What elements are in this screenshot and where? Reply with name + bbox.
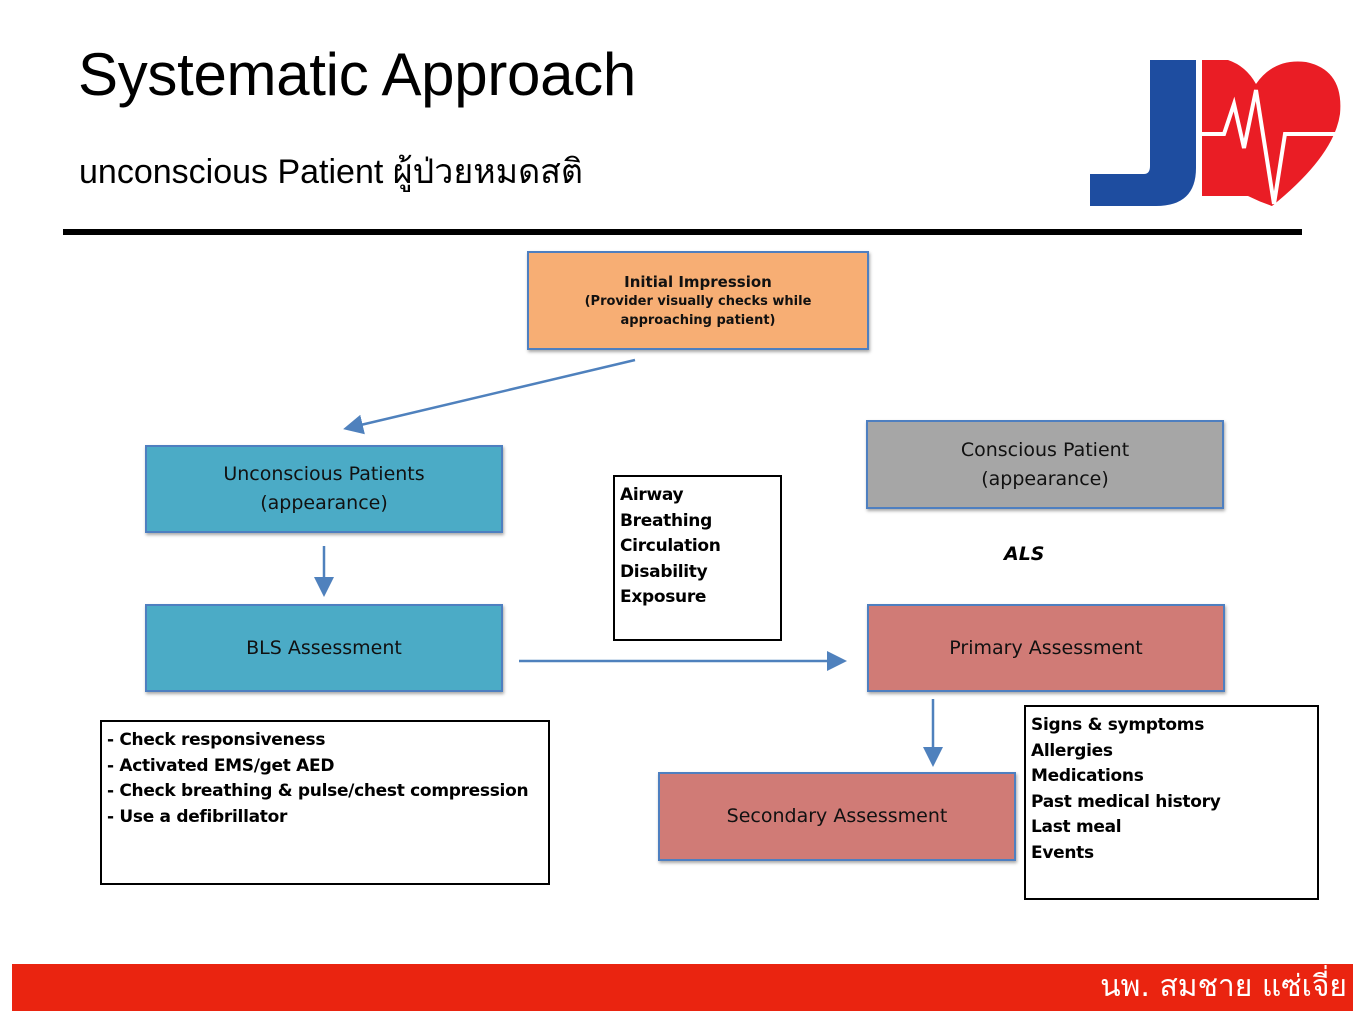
node-unconscious-patients-sublabel: (appearance) [260,492,388,514]
sample-item: Past medical history [1031,791,1221,812]
abcde-item: Breathing [620,510,712,531]
node-unconscious-patients: Unconscious Patients (appearance) [145,445,503,533]
logo [1090,60,1341,206]
abcde-list-box: Airway Breathing Circulation Disability … [613,475,782,641]
node-secondary-assessment: Secondary Assessment [658,772,1016,861]
sample-item: Events [1031,842,1094,863]
bls-step-item: - Check breathing & pulse/chest compress… [107,781,529,802]
node-initial-impression-subtitle: (Provider visually checks while approach… [584,293,812,328]
node-conscious-patient-label: Conscious Patient [960,438,1130,461]
sample-item: Signs & symptoms [1031,715,1205,735]
header-divider [63,229,1302,235]
bls-steps-box: - Check responsiveness - Activated EMS/g… [100,720,550,885]
abcde-item: Disability [620,561,708,582]
node-initial-impression-title: Initial Impression [624,272,772,291]
bls-step-item: - Check responsiveness [107,730,326,750]
sample-item: Allergies [1031,740,1113,761]
node-bls-assessment-label: BLS Assessment [246,636,402,659]
footer-bar: นพ. สมชาย แซ่เจี่ย [12,964,1353,1011]
node-primary-assessment-label: Primary Assessment [949,636,1143,659]
als-label: ALS [1004,543,1045,565]
arrow-initial-to-unconscious [343,358,636,435]
node-initial-impression: Initial Impression (Provider visually ch… [527,251,869,350]
heart-ecg-icon [1196,60,1341,206]
bls-step-item: - Use a defibrillator [107,806,288,827]
node-secondary-assessment-label: Secondary Assessment [726,805,948,827]
slide-subtitle: unconscious Patient ผู้ป่วยหมดสติ [79,153,584,191]
slide-title: Systematic Approach [78,41,636,108]
node-primary-assessment: Primary Assessment [867,604,1225,692]
node-bls-assessment: BLS Assessment [145,604,503,692]
sample-item: Medications [1031,766,1144,787]
abcde-item: Circulation [620,536,721,557]
node-conscious-patient-sublabel: (appearance) [981,467,1109,490]
footer-author: นพ. สมชาย แซ่เจี่ย [1100,969,1347,1004]
logo-letter-j-icon [1090,60,1196,206]
abcde-item: Airway [620,485,684,505]
sample-item: Last meal [1031,817,1122,838]
node-unconscious-patients-label: Unconscious Patients [223,463,425,485]
abcde-item: Exposure [620,587,707,608]
sample-history-box: Signs & symptoms Allergies Medications P… [1024,705,1319,900]
bls-step-item: - Activated EMS/get AED [107,755,335,776]
node-conscious-patient: Conscious Patient (appearance) [866,420,1224,509]
